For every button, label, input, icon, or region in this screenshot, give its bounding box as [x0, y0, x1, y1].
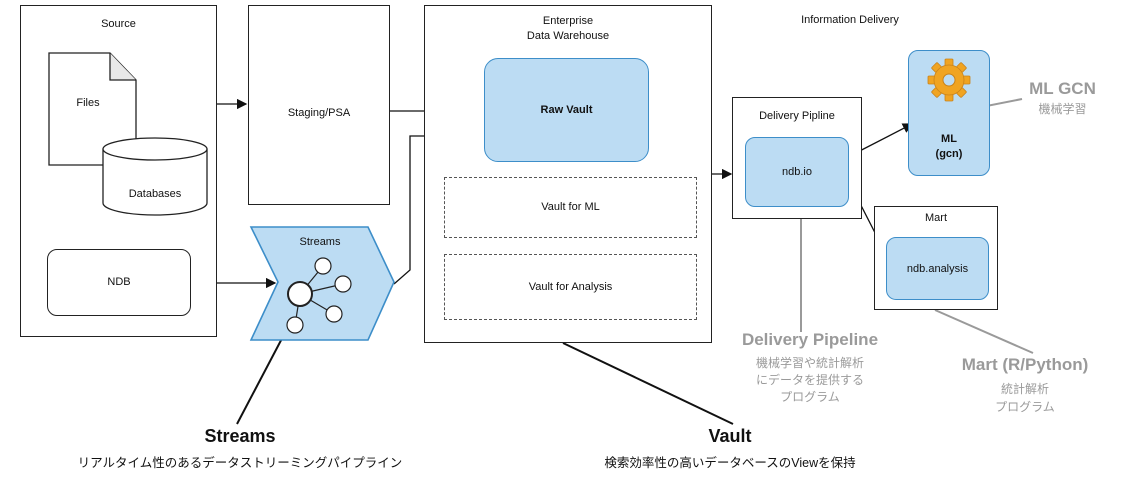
streams-chevron	[249, 226, 395, 341]
ml-label-1: ML	[941, 133, 957, 145]
information-delivery-header: Information Delivery	[801, 14, 899, 26]
callout-vault	[562, 342, 734, 425]
delivery-pipeline-title: Delivery Pipline	[759, 110, 835, 122]
staging-panel	[248, 5, 390, 205]
delivery-pipeline-annotation: Delivery Pipeline	[741, 330, 879, 349]
delivery-pipeline-sub-2: にデータを提供する	[755, 373, 864, 387]
vault-for-analysis	[444, 254, 697, 320]
mart-sub-2: プログラム	[995, 400, 1055, 414]
delivery-pipeline-sub-3: プログラム	[780, 390, 840, 404]
ndbio-node	[745, 137, 849, 207]
ml-gcn-title: ML GCN	[1029, 79, 1096, 98]
vault-for-analysis-label: Vault for Analysis	[528, 281, 613, 293]
ndb-label: NDB	[107, 276, 131, 288]
staging-label: Staging/PSA	[287, 107, 351, 119]
ndb-node	[47, 249, 191, 316]
ml-label-2: (gcn)	[935, 148, 963, 160]
edw-title-2: Data Warehouse	[526, 30, 610, 42]
ndb-analysis-node	[886, 237, 989, 300]
files-label: Files	[76, 97, 100, 109]
mart-title: Mart	[925, 212, 947, 224]
network-icon	[286, 257, 352, 334]
raw-vault-label: Raw Vault	[540, 104, 593, 116]
vault-annotation: Vault	[708, 426, 752, 446]
delivery-pipeline-sub-1: 機械学習や統計解析	[755, 356, 864, 370]
ndbio-label: ndb.io	[782, 166, 812, 178]
gear-icon	[927, 58, 971, 102]
streams-label: Streams	[299, 236, 341, 248]
raw-vault-node	[484, 58, 649, 162]
vault-for-ml-label: Vault for ML	[541, 201, 600, 213]
edw-title-1: Enterprise	[542, 15, 594, 27]
ml-gcn-subtitle: 機械学習	[1038, 102, 1087, 116]
vault-annotation-sub: 検索効率性の高いデータベースのViewを保持	[604, 456, 856, 470]
cylinder-icon	[102, 137, 208, 216]
callout-mart	[934, 309, 1034, 354]
source-title: Source	[101, 18, 136, 30]
vault-for-ml	[444, 177, 697, 238]
databases-label: Databases	[128, 188, 182, 200]
ndb-analysis-label: ndb.analysis	[906, 263, 969, 275]
mart-sub-1: 統計解析	[1000, 382, 1049, 396]
streams-annotation-sub: リアルタイム性のあるデータストリーミングパイプライン	[77, 456, 403, 470]
mart-annotation: Mart (R/Python)	[961, 355, 1089, 374]
streams-annotation: Streams	[204, 426, 276, 446]
document-icon	[48, 52, 137, 166]
